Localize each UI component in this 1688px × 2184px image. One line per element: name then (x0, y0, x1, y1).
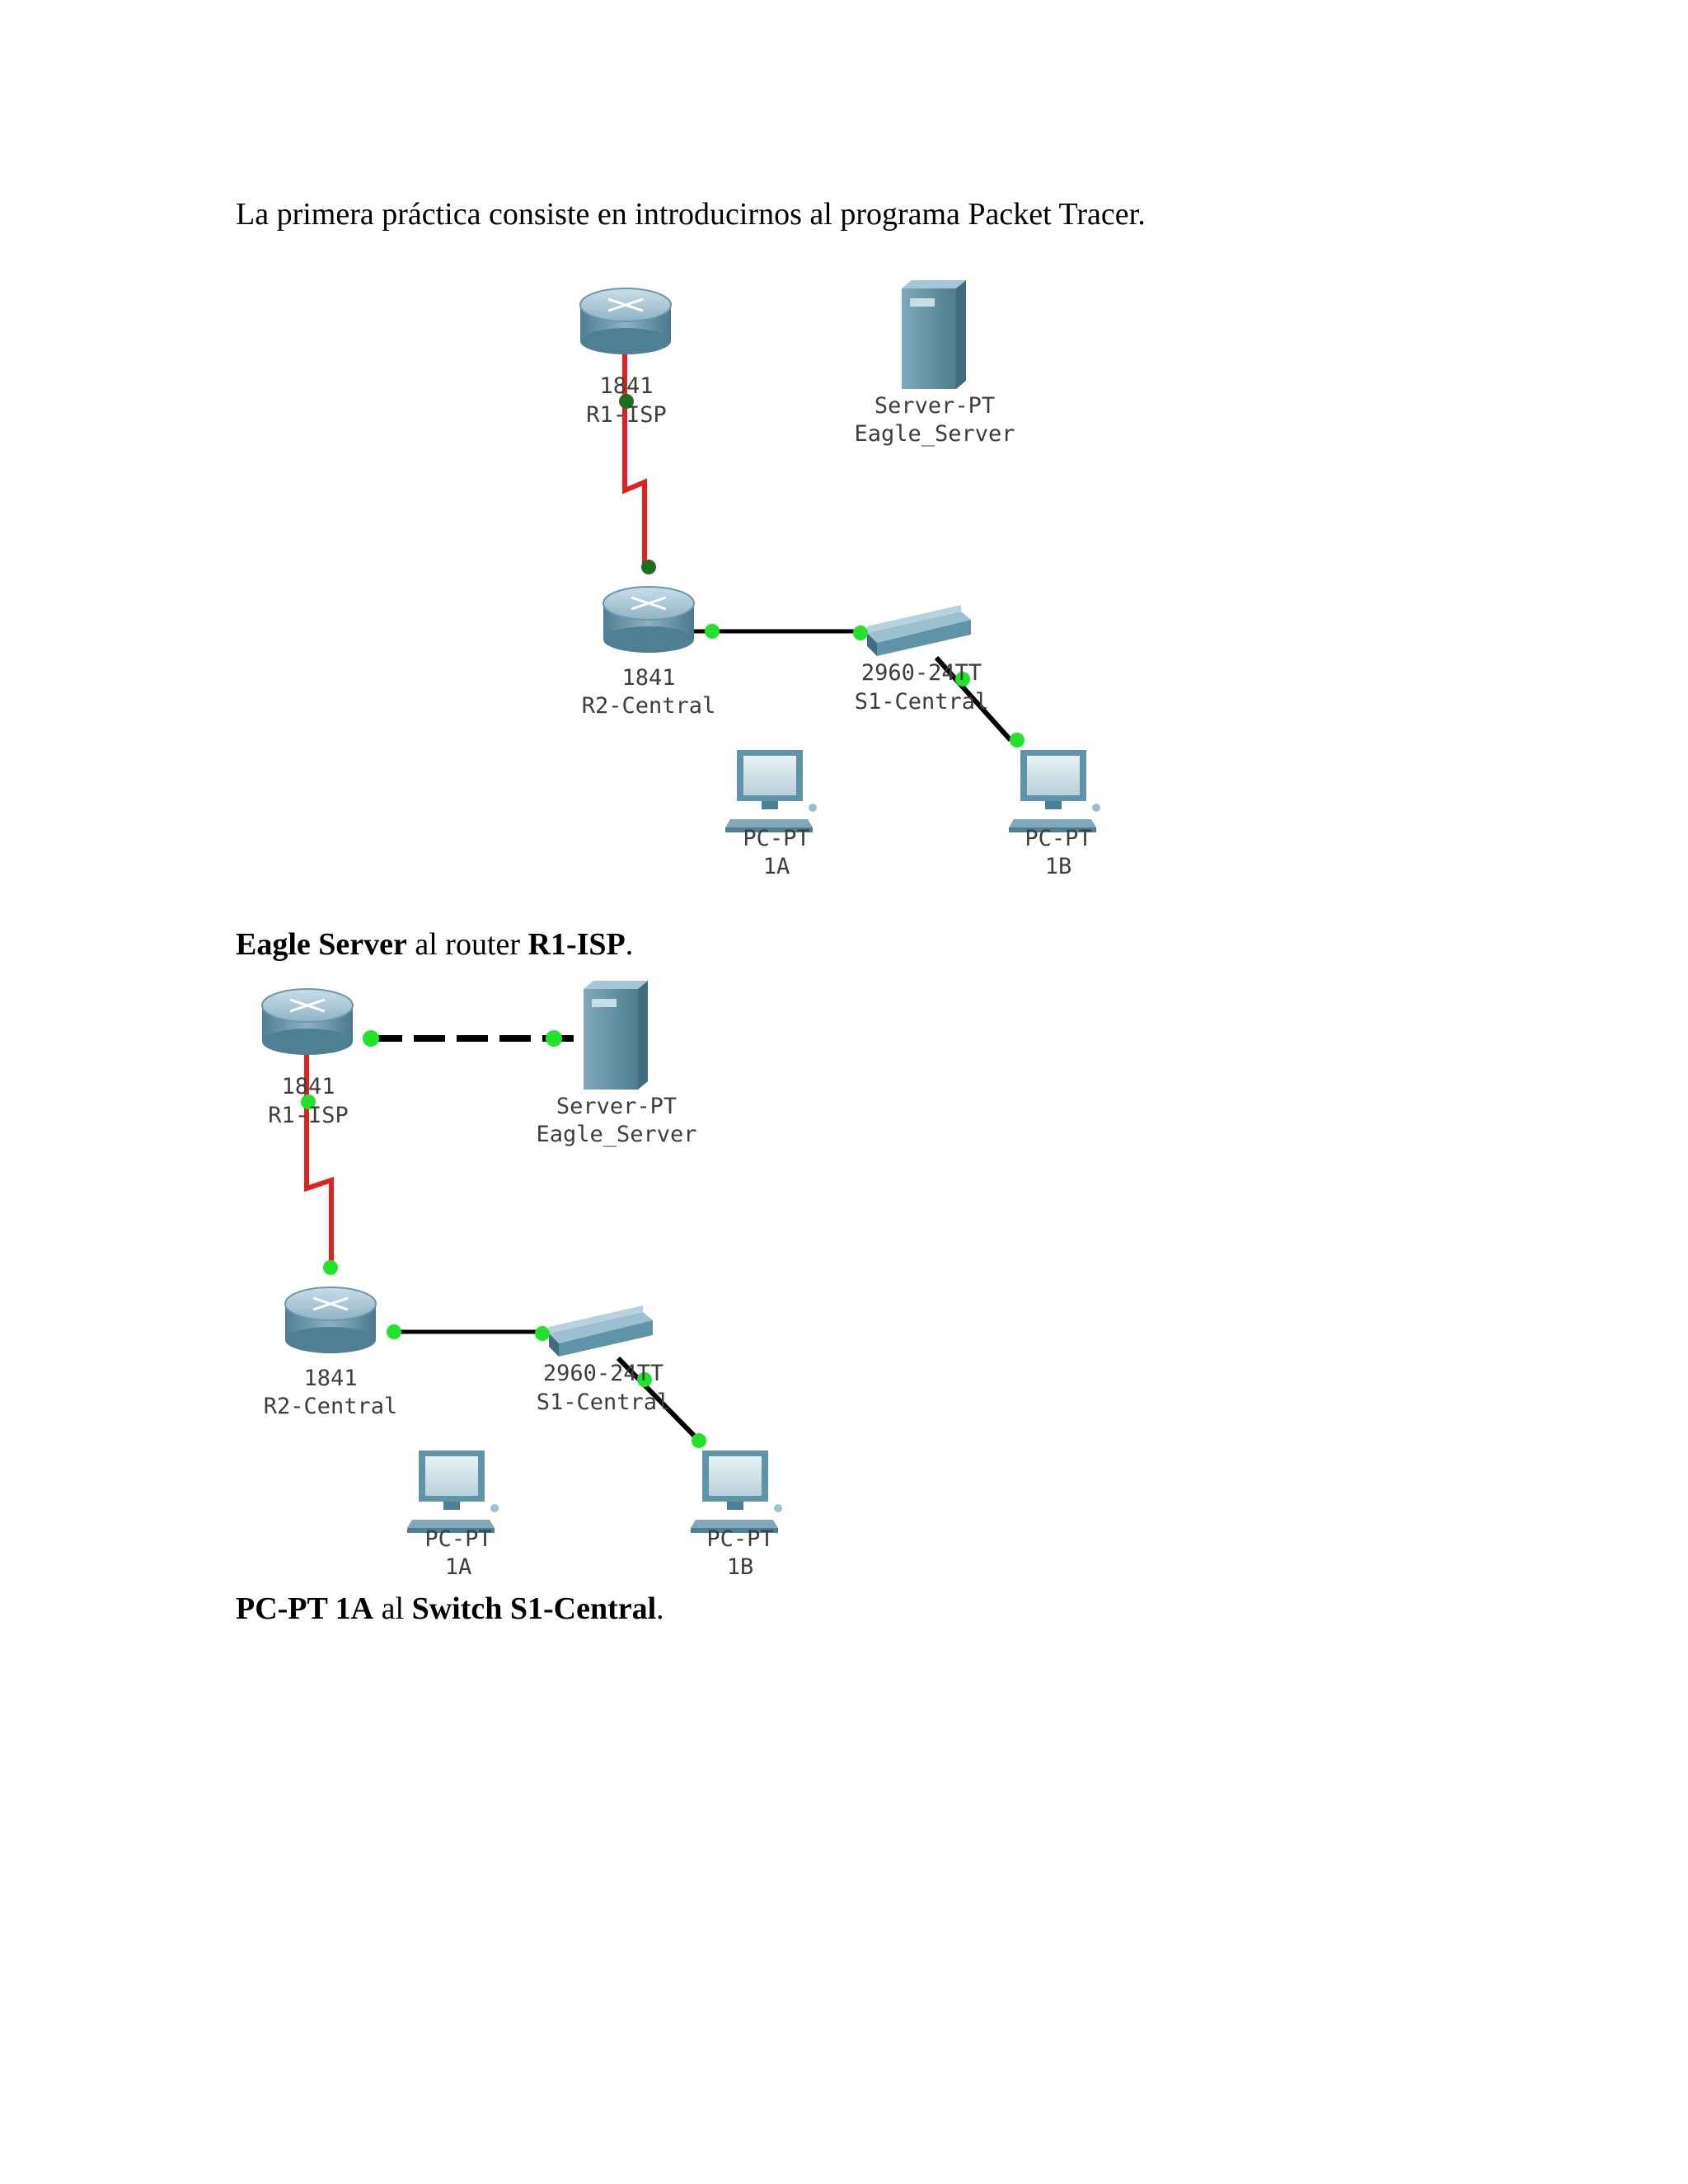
r2-model-label: 1841 (621, 665, 675, 691)
pc1a-model-label: PC-PT (743, 826, 809, 851)
caption-1-bold-2: R1-ISP (528, 927, 626, 962)
intro-paragraph: La primera práctica consiste en introduc… (236, 197, 1146, 232)
topology-screenshot-1: 1841 R1-ISP Server-PT Eagle_Server 1841 (565, 272, 1126, 886)
switch-name-label: S1-Central (855, 689, 989, 715)
port-r1-serial (301, 1094, 316, 1109)
router-r2-icon[interactable] (284, 1286, 377, 1353)
r1-name-label: R1-ISP (586, 402, 667, 428)
port-r2-serial (323, 1260, 338, 1275)
switch-name-label: S1-Central (537, 1390, 671, 1415)
r2-name-label: R2-Central (264, 1394, 398, 1419)
r1-model-label: 1841 (281, 1074, 335, 1099)
serial-link-r1-r2 (304, 1048, 334, 1268)
r2-model-label: 1841 (303, 1366, 357, 1391)
server-model-label: Server-PT (556, 1094, 677, 1119)
r2-name-label: R2-Central (582, 693, 716, 719)
switch-icon[interactable] (549, 1305, 653, 1357)
router-r1-icon[interactable] (261, 988, 354, 1055)
caption-1-text-1: al router (406, 927, 528, 962)
switch-model-label: 2960-24TT (543, 1361, 663, 1386)
pc1b-name-label: 1B (1045, 854, 1072, 879)
port-switch-r2 (535, 1326, 550, 1341)
pc-1a-icon[interactable] (725, 750, 817, 832)
pc-1b-icon[interactable] (691, 1451, 782, 1533)
server-name-label: Eagle_Server (536, 1122, 696, 1147)
caption-1-text-2: . (625, 927, 634, 962)
ethernet-link-switch-pc1b (934, 655, 1013, 743)
port-r1-fastethernet (363, 1030, 379, 1047)
port-pc1b (692, 1433, 706, 1448)
caption-1: Eagle Server al router R1-ISP. (236, 926, 633, 963)
port-r2-ethernet (387, 1324, 401, 1339)
port-server (546, 1030, 562, 1047)
caption-2: PC-PT 1A al Switch S1-Central. (236, 1591, 664, 1627)
pc1a-name-label: 1A (763, 854, 790, 879)
port-r2-ethernet (705, 624, 720, 639)
server-icon[interactable] (902, 280, 966, 389)
caption-2-bold-1: PC-PT 1A (236, 1591, 374, 1626)
router-r2-icon[interactable] (603, 586, 695, 653)
pc-1a-icon[interactable] (407, 1451, 499, 1533)
pc1a-name-label: 1A (445, 1554, 472, 1580)
router-r1-icon[interactable] (579, 288, 672, 354)
pc1b-model-label: PC-PT (706, 1526, 773, 1552)
caption-2-text-1: al (373, 1591, 412, 1626)
switch-model-label: 2960-24TT (861, 660, 982, 686)
pc1a-model-label: PC-PT (424, 1526, 491, 1552)
port-pc1b (1010, 733, 1025, 748)
caption-1-bold-1: Eagle Server (236, 927, 407, 962)
topology-screenshot-2: 1841 R1-ISP Server-PT Eagle_Server 1841 (247, 972, 808, 1586)
caption-2-bold-2: Switch S1-Central (411, 1591, 657, 1626)
port-switch-r2 (853, 626, 868, 640)
switch-icon[interactable] (867, 605, 971, 656)
serial-link-r1-r2 (622, 350, 647, 567)
caption-2-text-2: . (656, 1591, 664, 1626)
server-name-label: Eagle_Server (854, 421, 1015, 447)
port-r1-serial (619, 394, 634, 409)
port-r2-serial (641, 560, 656, 574)
r1-name-label: R1-ISP (268, 1103, 349, 1128)
port-switch-pc1b (637, 1372, 652, 1387)
port-switch-pc1b (955, 672, 970, 687)
r1-model-label: 1841 (599, 373, 653, 399)
pc1b-model-label: PC-PT (1025, 826, 1091, 851)
ethernet-link-switch-pc1b (616, 1356, 701, 1443)
pc1b-name-label: 1B (727, 1554, 754, 1580)
server-icon[interactable] (584, 981, 648, 1090)
pc-1b-icon[interactable] (1009, 750, 1100, 832)
server-model-label: Server-PT (874, 393, 995, 419)
